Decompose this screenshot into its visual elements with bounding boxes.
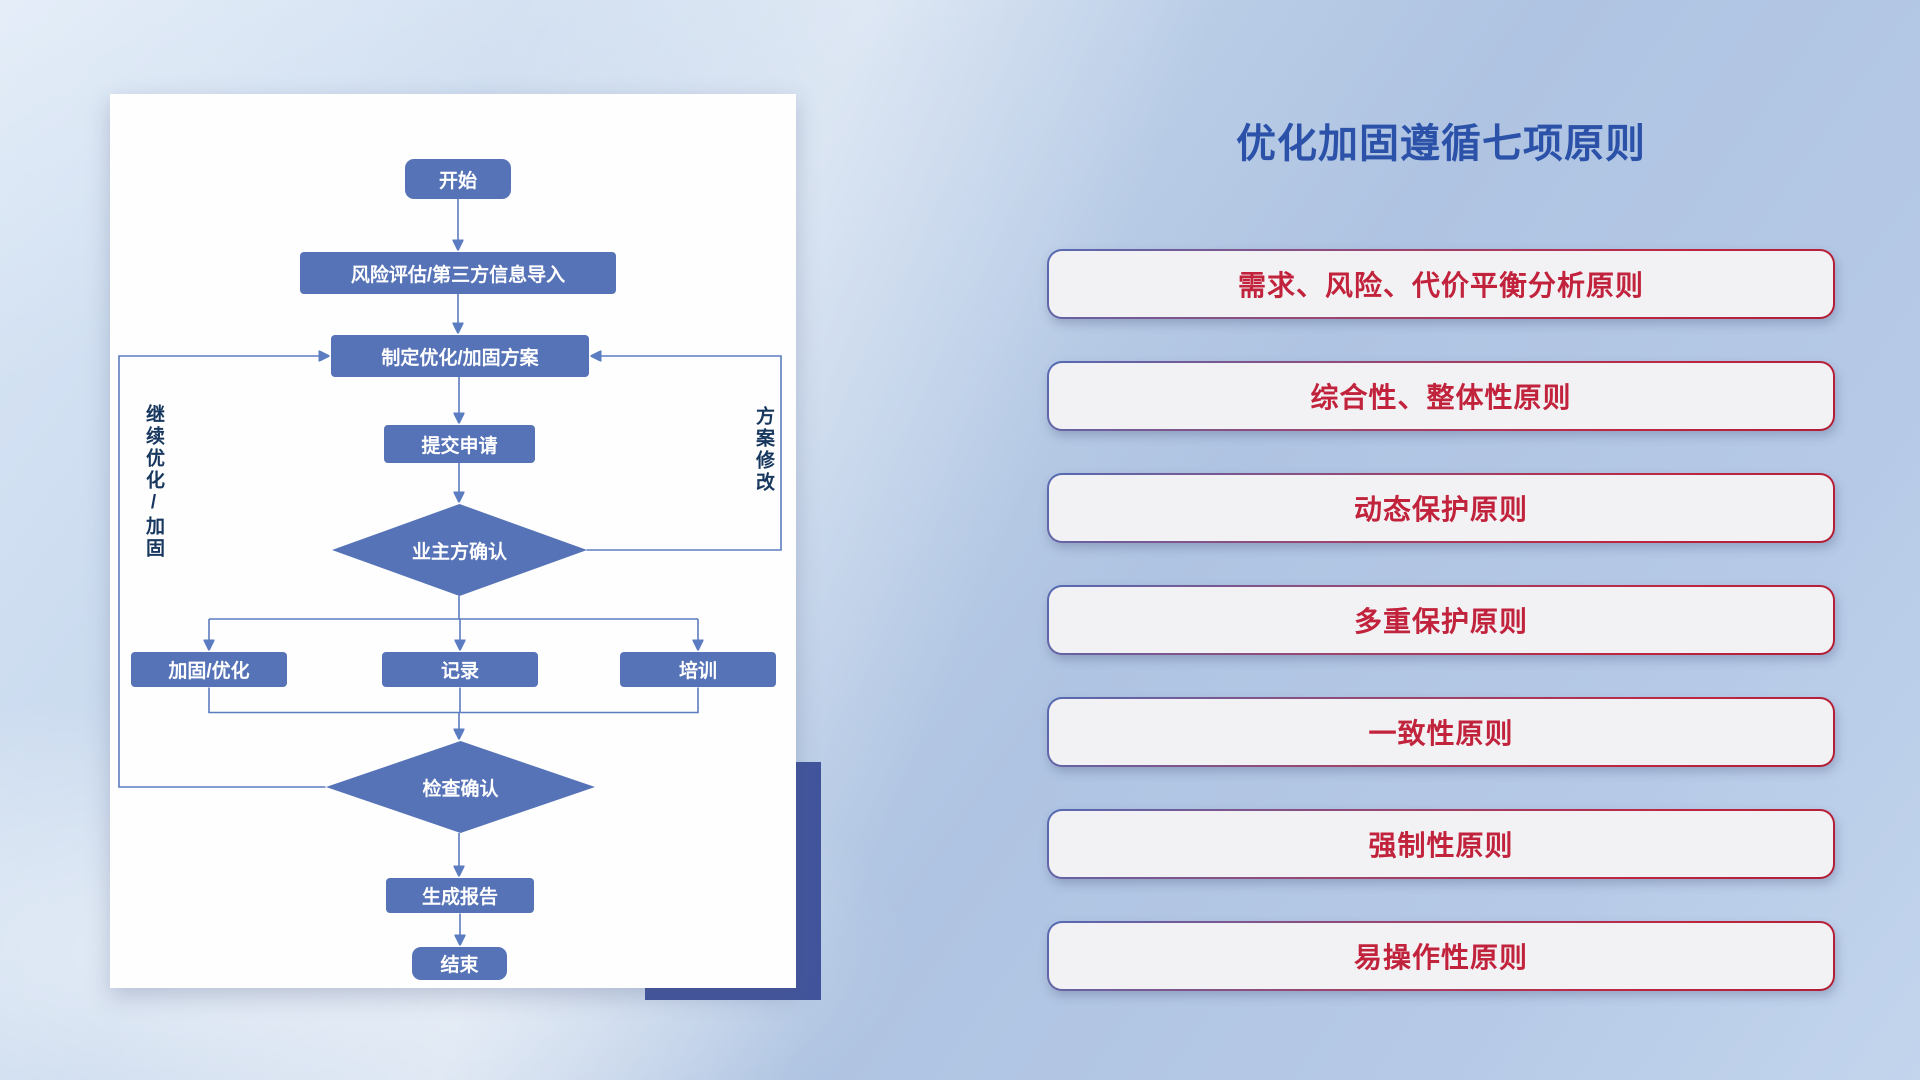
flow-node-report: 生成报告 — [386, 878, 534, 913]
flow-node-check-confirm-label: 检查确认 — [422, 778, 499, 800]
principle-item-label: 综合性、整体性原则 — [1310, 382, 1572, 413]
flow-node-make-plan: 制定优化/加固方案 — [331, 335, 589, 377]
principle-item: 需求、风险、代价平衡分析原则 — [1047, 249, 1835, 319]
flow-node-report-label: 生成报告 — [421, 887, 498, 908]
flow-node-make-plan-label: 制定优化/加固方案 — [381, 347, 539, 369]
principle-item: 多重保护原则 — [1047, 585, 1835, 655]
flow-node-training: 培训 — [620, 652, 776, 687]
flow-node-reinforce-label: 加固/优化 — [168, 661, 250, 682]
principle-item-label: 一致性原则 — [1368, 718, 1514, 749]
principle-item: 综合性、整体性原则 — [1047, 361, 1835, 431]
flow-label-continue-loop: 继续优化/加固 — [143, 404, 164, 560]
principles-list: 需求、风险、代价平衡分析原则 综合性、整体性原则 动态保护原则 多重保护原则 一… — [1047, 249, 1835, 991]
principle-item-label: 强制性原则 — [1368, 830, 1514, 861]
principle-item: 一致性原则 — [1047, 697, 1835, 767]
principles-panel: 优化加固遵循七项原则 需求、风险、代价平衡分析原则 综合性、整体性原则 动态保护… — [1047, 122, 1835, 991]
flow-node-owner-confirm-label: 业主方确认 — [411, 541, 507, 563]
flow-node-submit: 提交申请 — [384, 425, 535, 463]
principle-item-label: 多重保护原则 — [1353, 606, 1528, 637]
principle-item: 易操作性原则 — [1047, 921, 1835, 991]
flow-node-end-label: 结束 — [440, 955, 479, 976]
flowchart-card: 开始 风险评估/第三方信息导入 制定优化/加固方案 提交申请 业主方确认 加固/… — [110, 94, 796, 988]
principle-item-label: 动态保护原则 — [1353, 494, 1528, 525]
principle-item-label: 易操作性原则 — [1353, 942, 1528, 973]
flow-connectors — [118, 199, 782, 988]
flow-node-submit-label: 提交申请 — [421, 435, 498, 457]
flow-node-start: 开始 — [405, 159, 511, 199]
principle-item-label: 需求、风险、代价平衡分析原则 — [1237, 270, 1644, 301]
flow-node-record: 记录 — [382, 652, 538, 687]
page-title: 优化加固遵循七项原则 — [1236, 122, 1646, 166]
flow-label-plan-revise: 方案修改 — [753, 406, 774, 494]
flow-node-training-label: 培训 — [678, 661, 717, 682]
flow-node-end: 结束 — [412, 947, 507, 980]
flow-node-reinforce: 加固/优化 — [131, 652, 287, 687]
principle-item: 强制性原则 — [1047, 809, 1835, 879]
flow-node-record-label: 记录 — [440, 661, 479, 682]
flow-node-start-label: 开始 — [438, 170, 477, 192]
flow-node-risk-import: 风险评估/第三方信息导入 — [300, 252, 616, 294]
principle-item: 动态保护原则 — [1047, 473, 1835, 543]
flow-node-risk-import-label: 风险评估/第三方信息导入 — [350, 264, 566, 286]
